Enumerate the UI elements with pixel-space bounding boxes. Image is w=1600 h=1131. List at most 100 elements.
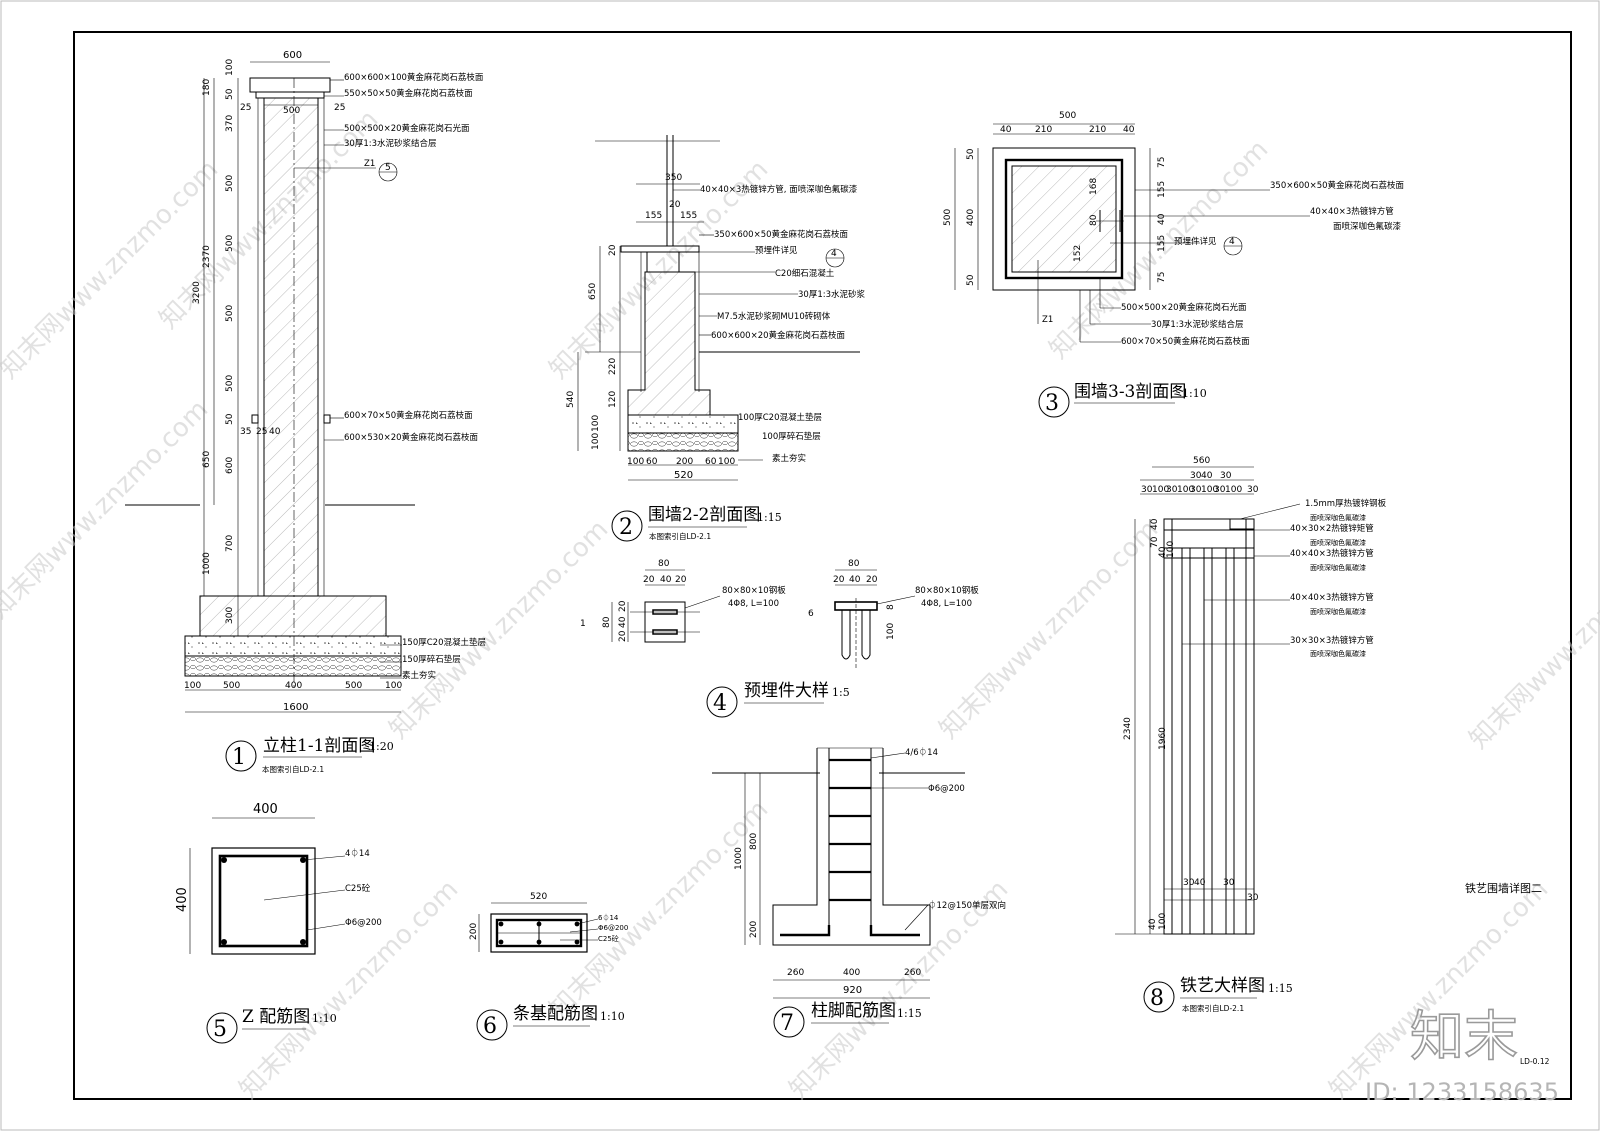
- svg-text:Φ6@200: Φ6@200: [345, 918, 382, 928]
- svg-text:75: 75: [1157, 157, 1167, 168]
- svg-text:300: 300: [225, 607, 235, 624]
- svg-text:500: 500: [225, 235, 235, 252]
- svg-text:800: 800: [749, 833, 759, 850]
- svg-text:500×500×20黄金麻花岗石光面: 500×500×20黄金麻花岗石光面: [344, 123, 470, 134]
- svg-text:60: 60: [646, 457, 658, 467]
- svg-text:面喷深咖色氟碳漆: 面喷深咖色氟碳漆: [1310, 513, 1366, 522]
- svg-text:150厚碎石垫层: 150厚碎石垫层: [402, 654, 461, 665]
- svg-text:260: 260: [904, 968, 921, 978]
- svg-text:80: 80: [658, 559, 670, 569]
- svg-text:4: 4: [1229, 237, 1235, 247]
- svg-text:152: 152: [1073, 245, 1083, 262]
- svg-text:220: 220: [608, 358, 618, 375]
- svg-text:650: 650: [202, 451, 212, 468]
- svg-text:1:5: 1:5: [832, 686, 850, 699]
- svg-text:100厚C20混凝土垫层: 100厚C20混凝土垫层: [738, 412, 822, 423]
- svg-text:155: 155: [1157, 181, 1167, 198]
- svg-text:500: 500: [943, 209, 953, 226]
- svg-text:40×40×3热镀锌方管: 40×40×3热镀锌方管: [1290, 592, 1374, 603]
- svg-text:5: 5: [213, 1017, 227, 1042]
- svg-text:4: 4: [831, 249, 837, 259]
- svg-text:500: 500: [223, 681, 240, 691]
- svg-text:180: 180: [202, 79, 212, 96]
- svg-text:4Φ8, L=100: 4Φ8, L=100: [728, 599, 779, 609]
- section-6-strip-rebar: 520 200 6⏀14 Φ6@200 C25砼 6 条基配筋图 1:10: [469, 892, 628, 1041]
- svg-text:30: 30: [1223, 878, 1235, 888]
- svg-text:500: 500: [225, 175, 235, 192]
- svg-text:Z 配筋图: Z 配筋图: [242, 1007, 310, 1027]
- watermark-text: 知末网www.znzmo.com: [0, 154, 224, 385]
- svg-text:155: 155: [645, 211, 662, 221]
- svg-text:铁艺大样图: 铁艺大样图: [1180, 976, 1265, 996]
- svg-text:围墙2-2剖面图: 围墙2-2剖面图: [648, 505, 760, 525]
- svg-text:600×530×20黄金麻花岗石荔枝面: 600×530×20黄金麻花岗石荔枝面: [344, 432, 479, 443]
- svg-text:40: 40: [1157, 213, 1167, 225]
- svg-text:100: 100: [1177, 485, 1194, 495]
- svg-text:120: 120: [608, 391, 618, 408]
- svg-text:1:10: 1:10: [312, 1012, 337, 1025]
- svg-text:预埋件详见: 预埋件详见: [755, 245, 798, 256]
- watermark-text: 知末网www.znzmo.com: [1464, 524, 1600, 755]
- svg-text:30: 30: [1247, 893, 1259, 903]
- svg-text:25: 25: [240, 103, 251, 113]
- svg-text:920: 920: [843, 985, 862, 996]
- svg-text:350×600×50黄金麻花岗石荔枝面: 350×600×50黄金麻花岗石荔枝面: [714, 229, 849, 240]
- svg-text:210: 210: [1035, 125, 1052, 135]
- svg-text:100: 100: [591, 415, 601, 432]
- svg-text:500×500×20黄金麻花岗石光面: 500×500×20黄金麻花岗石光面: [1121, 302, 1247, 313]
- svg-text:650: 650: [588, 283, 598, 300]
- svg-text:20: 20: [618, 600, 628, 612]
- svg-text:400: 400: [843, 968, 860, 978]
- svg-text:Φ6@200: Φ6@200: [598, 924, 628, 932]
- svg-text:100: 100: [184, 681, 201, 691]
- section-number-circle: [225, 740, 257, 772]
- section-number: 1: [232, 745, 246, 770]
- svg-text:面喷深咖色氟碳漆: 面喷深咖色氟碳漆: [1333, 221, 1402, 232]
- svg-text:6: 6: [808, 609, 814, 619]
- svg-text:700: 700: [225, 535, 235, 552]
- svg-text:50: 50: [225, 413, 235, 425]
- svg-text:⏀12@150单层双向: ⏀12@150单层双向: [928, 900, 1006, 911]
- svg-text:4⏀14: 4⏀14: [345, 848, 370, 859]
- svg-text:面喷深咖色氟碳漆: 面喷深咖色氟碳漆: [1310, 607, 1366, 616]
- svg-text:20: 20: [618, 630, 628, 642]
- watermark-text: 知末网www.znzmo.com: [0, 394, 214, 625]
- svg-text:200: 200: [676, 457, 693, 467]
- svg-text:80×80×10钢板: 80×80×10钢板: [722, 585, 786, 596]
- svg-text:1:10: 1:10: [600, 1010, 625, 1023]
- svg-text:Z1: Z1: [364, 159, 375, 169]
- svg-text:1:10: 1:10: [1182, 387, 1207, 400]
- svg-text:500: 500: [345, 681, 362, 691]
- section-5-z-rebar: 400 400 4⏀14 C25砼 Φ6@200 5 Z 配筋图 1:10: [175, 802, 382, 1044]
- svg-text:50: 50: [225, 88, 235, 100]
- svg-text:40: 40: [1201, 471, 1213, 481]
- section-8-iron-detail: 560 30 40 30 30 100 30 100 30 100 30 100…: [1115, 456, 1387, 1013]
- svg-text:C25砼: C25砼: [345, 883, 371, 894]
- svg-text:20: 20: [866, 575, 878, 585]
- svg-text:600×600×100黄金麻花岗石荔枝面: 600×600×100黄金麻花岗石荔枝面: [344, 72, 484, 83]
- svg-text:100: 100: [886, 623, 896, 640]
- svg-text:30: 30: [1247, 485, 1259, 495]
- svg-text:面喷深咖色氟碳漆: 面喷深咖色氟碳漆: [1310, 649, 1366, 658]
- svg-text:80: 80: [602, 616, 612, 628]
- svg-text:40: 40: [1148, 918, 1158, 930]
- sheet-code: LD-0.12: [1520, 1057, 1550, 1066]
- svg-text:40: 40: [1158, 546, 1168, 558]
- svg-text:155: 155: [1157, 235, 1167, 252]
- svg-text:40: 40: [660, 575, 672, 585]
- svg-text:40×40×3热镀锌方管: 40×40×3热镀锌方管: [1310, 206, 1394, 217]
- section-7-footing-rebar: 800 1000 200 260 400 260 920 4/6⏀14 Φ6@2…: [712, 747, 1006, 1038]
- svg-text:520: 520: [674, 470, 693, 481]
- svg-text:168: 168: [1089, 178, 1099, 195]
- svg-text:25: 25: [256, 427, 267, 437]
- watermark-text: 知末网www.znzmo.com: [384, 514, 615, 745]
- svg-text:4/6⏀14: 4/6⏀14: [905, 747, 938, 758]
- svg-text:30厚1:3水泥砂浆结合层: 30厚1:3水泥砂浆结合层: [1151, 319, 1244, 330]
- svg-text:20: 20: [833, 575, 845, 585]
- svg-text:600×600×20黄金麻花岗石荔枝面: 600×600×20黄金麻花岗石荔枝面: [711, 330, 846, 341]
- svg-text:50: 50: [966, 148, 976, 160]
- dim-text: 600: [283, 50, 302, 61]
- svg-text:面喷深咖色氟碳漆: 面喷深咖色氟碳漆: [1310, 563, 1366, 572]
- svg-text:40: 40: [1194, 878, 1206, 888]
- svg-text:1:15: 1:15: [897, 1007, 922, 1020]
